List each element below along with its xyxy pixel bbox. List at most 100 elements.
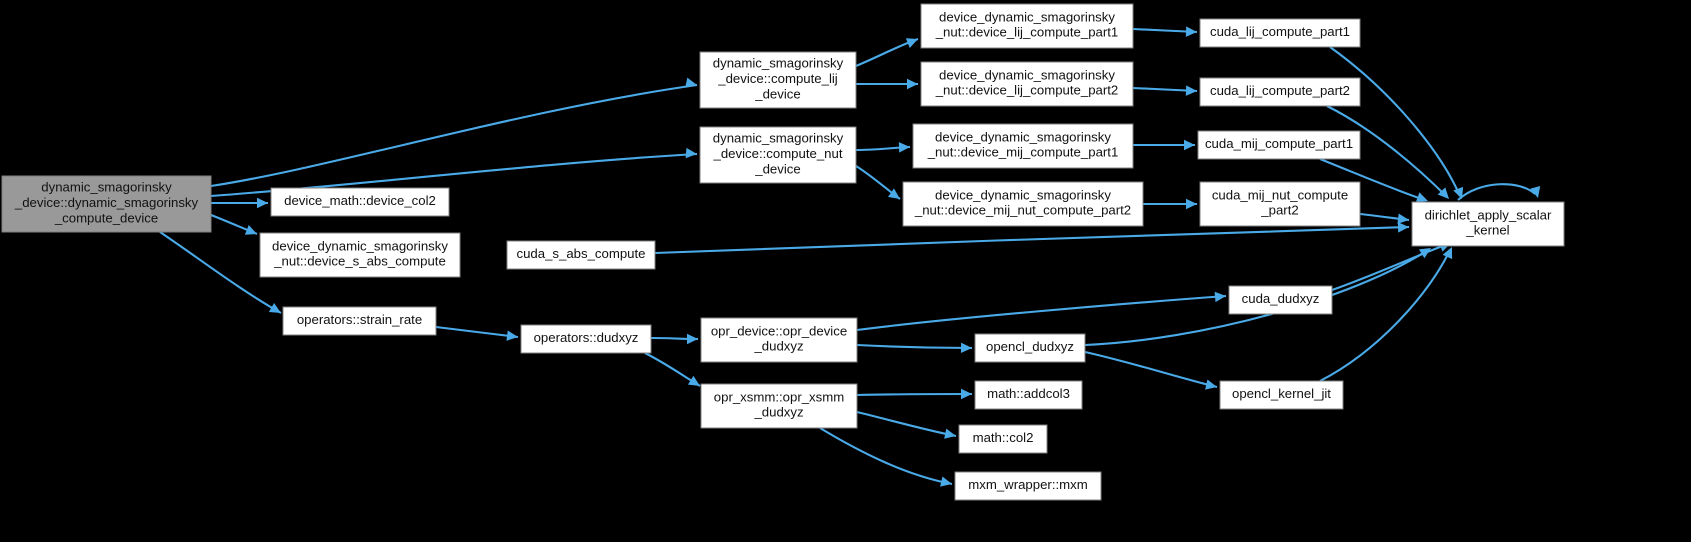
- call-edge: [1084, 350, 1218, 390]
- node-box[interactable]: [270, 187, 450, 217]
- node-box[interactable]: [1219, 380, 1344, 410]
- node-box[interactable]: [958, 424, 1048, 454]
- graph-node-mxm[interactable]: mxm_wrapper::mxm: [954, 471, 1102, 501]
- node-box[interactable]: [974, 333, 1086, 363]
- node-label: device_dynamic_smagorinsky_nut::device_l…: [935, 10, 1119, 40]
- graph-node-root[interactable]: dynamic_smagorinsky_device::dynamic_smag…: [1, 175, 212, 233]
- node-label: math::addcol3: [987, 386, 1070, 401]
- node-box[interactable]: [1411, 201, 1565, 247]
- graph-node-device_lij_part1[interactable]: device_dynamic_smagorinsky_nut::device_l…: [920, 3, 1134, 49]
- graph-node-cuda_mij_nut_part2[interactable]: cuda_mij_nut_compute_part2: [1199, 181, 1361, 227]
- graph-node-opr_xsmm_dudxyz[interactable]: opr_xsmm::opr_xsmm_dudxyz: [700, 383, 858, 429]
- graph-node-device_mij_nut_part2[interactable]: device_dynamic_smagorinsky_nut::device_m…: [902, 181, 1144, 227]
- arrow-head: [685, 147, 697, 159]
- node-label: math::col2: [973, 430, 1034, 445]
- graph-node-cuda_mij_part1[interactable]: cuda_mij_compute_part1: [1197, 130, 1361, 160]
- arrow-head: [1186, 198, 1197, 210]
- call-edge: [211, 197, 268, 209]
- node-label: mxm_wrapper::mxm: [968, 477, 1087, 492]
- graph-node-opr_device_dudxyz[interactable]: opr_device::opr_device_dudxyz: [700, 317, 858, 363]
- graph-node-device_lij_part2[interactable]: device_dynamic_smagorinsky_nut::device_l…: [920, 61, 1134, 107]
- arrow-head: [1397, 222, 1409, 233]
- arrow-head: [961, 388, 972, 400]
- node-box[interactable]: [920, 3, 1134, 49]
- graph-node-strain_rate[interactable]: operators::strain_rate: [282, 306, 437, 336]
- node-box[interactable]: [902, 181, 1144, 227]
- node-box[interactable]: [1199, 77, 1361, 107]
- arrow-head: [1397, 213, 1409, 224]
- node-label: cuda_mij_compute_part1: [1205, 136, 1353, 151]
- node-box[interactable]: [259, 232, 461, 278]
- call-edge: [856, 410, 957, 439]
- edge-line: [1319, 249, 1451, 382]
- graph-node-cuda_dudxyz[interactable]: cuda_dudxyz: [1228, 285, 1333, 315]
- edge-line: [435, 325, 519, 339]
- node-label: device_dynamic_smagorinsky_nut::device_l…: [935, 68, 1119, 98]
- node-box[interactable]: [1, 175, 212, 233]
- node-label: device_dynamic_smagorinsky_nut::device_s…: [272, 239, 448, 269]
- graph-node-cuda_lij_part1[interactable]: cuda_lij_compute_part1: [1199, 18, 1361, 48]
- node-label: device_math::device_col2: [284, 193, 436, 208]
- node-label: opencl_dudxyz: [986, 339, 1074, 354]
- graph-node-dirichlet_kernel[interactable]: dirichlet_apply_scalar_kernel: [1411, 201, 1565, 247]
- arrow-head: [1418, 248, 1431, 259]
- node-box[interactable]: [700, 383, 858, 429]
- node-box[interactable]: [700, 317, 858, 363]
- graph-node-compute_nut_device[interactable]: dynamic_smagorinsky_device::compute_nut_…: [699, 126, 857, 184]
- node-label: cuda_s_abs_compute: [516, 246, 645, 261]
- graph-node-col2[interactable]: math::col2: [958, 424, 1048, 454]
- call-edge: [159, 231, 282, 314]
- node-label: device_dynamic_smagorinsky_nut::device_m…: [927, 130, 1119, 160]
- edge-line: [856, 294, 1227, 332]
- arrow-head: [1205, 379, 1217, 390]
- edge-line: [1319, 158, 1426, 201]
- node-box[interactable]: [1199, 181, 1361, 227]
- graph-node-opencl_dudxyz[interactable]: opencl_dudxyz: [974, 333, 1086, 363]
- node-box[interactable]: [974, 380, 1083, 410]
- arrow-head: [687, 333, 698, 345]
- graph-node-device_col2[interactable]: device_math::device_col2: [270, 187, 450, 217]
- nodes-layer: dynamic_smagorinsky_device::dynamic_smag…: [1, 3, 1565, 501]
- call-edge: [1319, 158, 1428, 203]
- edge-line: [159, 231, 282, 314]
- edge-line: [210, 83, 698, 188]
- graph-node-compute_lij_device[interactable]: dynamic_smagorinsky_device::compute_lij_…: [699, 51, 857, 109]
- node-label: operators::dudxyz: [534, 330, 639, 345]
- call-edge: [856, 342, 973, 354]
- arrow-head: [888, 188, 900, 199]
- call-edge: [1132, 85, 1198, 96]
- call-edge: [1359, 212, 1410, 224]
- edge-line: [1331, 243, 1449, 291]
- edges-layer: [159, 26, 1541, 487]
- node-box[interactable]: [1197, 130, 1361, 160]
- arrow-head: [244, 225, 257, 235]
- graph-node-dudxyz[interactable]: operators::dudxyz: [520, 324, 652, 354]
- node-label: device_dynamic_smagorinsky_nut::device_m…: [914, 188, 1131, 218]
- arrow-head: [907, 78, 918, 90]
- node-box[interactable]: [506, 240, 656, 270]
- graph-node-device_mij_part1[interactable]: device_dynamic_smagorinsky_nut::device_m…: [912, 123, 1134, 169]
- graph-node-opencl_kernel_jit[interactable]: opencl_kernel_jit: [1219, 380, 1344, 410]
- arrow-head: [1185, 85, 1197, 96]
- node-box[interactable]: [699, 51, 857, 109]
- edge-line: [1457, 183, 1536, 201]
- node-box[interactable]: [920, 61, 1134, 107]
- graph-node-cuda_s_abs_compute[interactable]: cuda_s_abs_compute: [506, 240, 656, 270]
- node-box[interactable]: [912, 123, 1134, 169]
- node-box[interactable]: [1228, 285, 1333, 315]
- arrow-head: [905, 38, 918, 48]
- node-box[interactable]: [954, 471, 1102, 501]
- graph-node-cuda_lij_part2[interactable]: cuda_lij_compute_part2: [1199, 77, 1361, 107]
- edge-line: [1084, 350, 1218, 389]
- node-box[interactable]: [282, 306, 437, 336]
- graph-node-addcol3[interactable]: math::addcol3: [974, 380, 1083, 410]
- node-box[interactable]: [699, 126, 857, 184]
- call-edge: [1132, 26, 1198, 37]
- node-box[interactable]: [520, 324, 652, 354]
- call-edge: [819, 427, 953, 487]
- edge-line: [1326, 105, 1447, 197]
- graph-node-device_s_abs_compute[interactable]: device_dynamic_smagorinsky_nut::device_s…: [259, 232, 461, 278]
- arrow-head: [944, 428, 956, 439]
- node-box[interactable]: [1199, 18, 1361, 48]
- edge-line: [856, 343, 973, 350]
